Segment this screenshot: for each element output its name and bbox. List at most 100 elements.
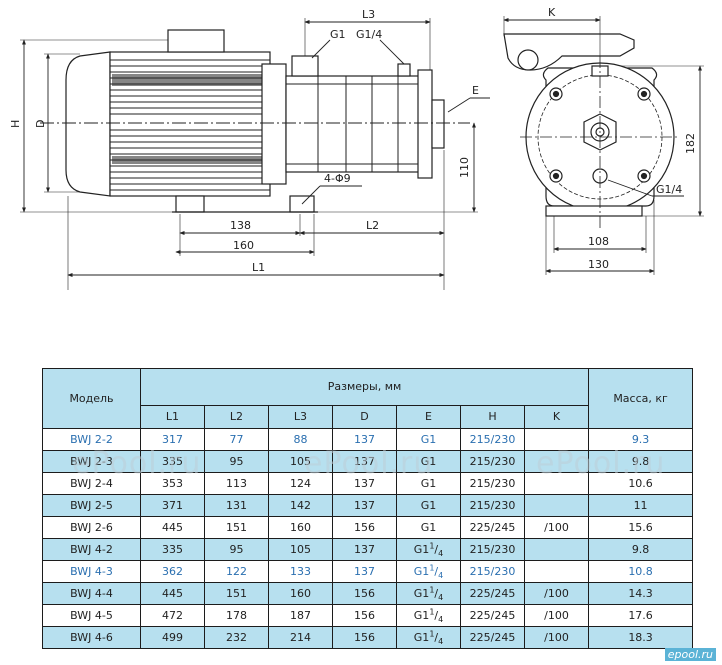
label-182: 182	[684, 133, 697, 154]
dimension-labels: L3 G1 G1/4 E H D 110 4-Φ9 138 160 L2 L1 …	[9, 6, 697, 274]
header-model: Модель	[42, 368, 141, 429]
cell-d: 137	[332, 472, 397, 495]
thread-fraction-denominator: 4	[438, 614, 444, 624]
cell-mass: 9.8	[588, 450, 694, 473]
thread-fraction-numerator: 1	[429, 562, 435, 572]
column-header-h: H	[460, 405, 525, 429]
cell-l2: 232	[204, 626, 269, 649]
cell-l2: 131	[204, 494, 269, 517]
thread-fraction-denominator: 4	[438, 636, 444, 646]
cell-mass: 9.8	[588, 538, 694, 561]
cell-model: BWJ 2-3	[42, 450, 141, 473]
label-E: E	[472, 84, 479, 97]
thread-size: G1	[413, 608, 430, 622]
cell-l2: 122	[204, 560, 269, 583]
priming-plug	[397, 63, 411, 77]
motor-foot	[175, 195, 205, 213]
cell-l2: 95	[204, 538, 269, 561]
cell-e: G1	[396, 516, 461, 539]
label-130: 130	[588, 258, 609, 271]
cell-d: 137	[332, 428, 397, 451]
cell-h: 215/230	[460, 560, 525, 583]
pump-technical-drawing: L3 G1 G1/4 E H D 110 4-Φ9 138 160 L2 L1 …	[9, 6, 704, 290]
cell-l1: 317	[140, 428, 205, 451]
thread-fraction-denominator: 4	[438, 592, 444, 602]
motor-flange	[261, 63, 287, 185]
front-base	[545, 205, 643, 217]
cell-d: 156	[332, 516, 397, 539]
cell-mass: 17.6	[588, 604, 694, 627]
cell-l1: 335	[140, 538, 205, 561]
cell-l1: 335	[140, 450, 205, 473]
cell-mass: 18.3	[588, 626, 694, 649]
cell-model: BWJ 4-2	[42, 538, 141, 561]
cell-e: G11/4	[396, 560, 461, 583]
label-D: D	[34, 120, 47, 128]
thread-fraction-denominator: 4	[438, 570, 444, 580]
cell-l1: 499	[140, 626, 205, 649]
cell-d: 137	[332, 560, 397, 583]
cell-e: G11/4	[396, 582, 461, 605]
cell-k	[523, 450, 590, 473]
thread-size: G1	[413, 564, 430, 578]
cell-l3: 105	[268, 538, 333, 561]
cell-l3: 105	[268, 450, 333, 473]
cell-model: BWJ 2-2	[42, 428, 141, 451]
cell-e: G11/4	[396, 604, 461, 627]
cell-l1: 362	[140, 560, 205, 583]
cell-e: G1	[396, 472, 461, 495]
label-L1: L1	[252, 261, 265, 274]
cell-l1: 353	[140, 472, 205, 495]
cell-h: 225/245	[460, 604, 525, 627]
cell-l2: 151	[204, 582, 269, 605]
motor-end-cap	[65, 51, 111, 197]
cell-l3: 142	[268, 494, 333, 517]
column-header-l1: L1	[140, 405, 205, 429]
terminal-box	[167, 29, 225, 53]
label-L2: L2	[366, 219, 379, 232]
cell-h: 215/230	[460, 450, 525, 473]
cell-e: G11/4	[396, 538, 461, 561]
cell-model: BWJ 2-4	[42, 472, 141, 495]
label-G1: G1	[330, 28, 346, 41]
cell-model: BWJ 4-4	[42, 582, 141, 605]
cell-e: G1	[396, 428, 461, 451]
cell-l2: 77	[204, 428, 269, 451]
label-110: 110	[458, 157, 471, 178]
cell-h: 215/230	[460, 472, 525, 495]
cell-mass: 10.6	[588, 472, 694, 495]
label-H: H	[9, 120, 22, 128]
thread-fraction-numerator: 1	[429, 584, 435, 594]
cell-h: 215/230	[460, 494, 525, 517]
cell-e: G1	[396, 450, 461, 473]
cell-l2: 151	[204, 516, 269, 539]
cell-k	[523, 494, 590, 517]
label-138: 138	[230, 219, 251, 232]
thread-fraction-numerator: 1	[429, 606, 435, 616]
cell-k: /100	[523, 582, 590, 605]
motor-fins	[110, 59, 270, 191]
cell-l2: 113	[204, 472, 269, 495]
thread-fraction-numerator: 1	[429, 628, 435, 638]
cell-k: /100	[523, 604, 590, 627]
column-header-d: D	[332, 405, 397, 429]
cell-k: /100	[523, 516, 590, 539]
label-K: K	[548, 6, 556, 19]
front-view	[503, 33, 680, 228]
cell-l1: 445	[140, 582, 205, 605]
label-G14-side: G1/4	[656, 183, 682, 196]
cell-h: 225/245	[460, 516, 525, 539]
cell-e: G11/4	[396, 626, 461, 649]
thread-fraction-numerator: 1	[429, 540, 435, 550]
cell-d: 156	[332, 626, 397, 649]
cell-l3: 88	[268, 428, 333, 451]
site-logo: epool.ru	[664, 648, 716, 661]
cell-e: G1	[396, 494, 461, 517]
